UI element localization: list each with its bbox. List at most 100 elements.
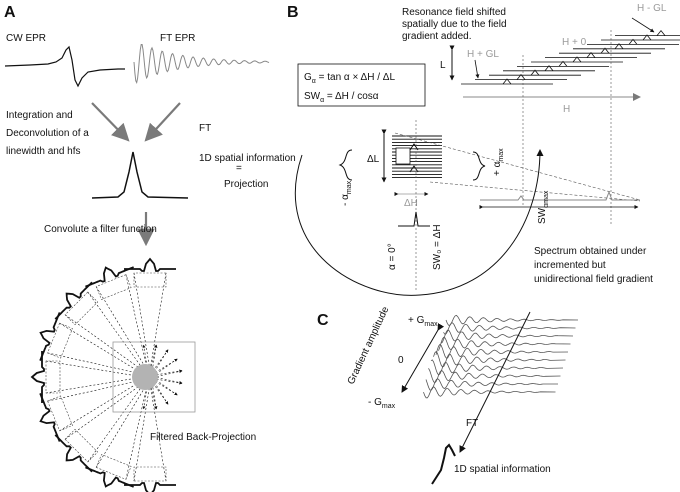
h-zero-label: H + 0: [562, 37, 587, 48]
ft-label-a: FT: [199, 123, 211, 134]
spatial-info-label: 1D spatial information: [199, 153, 296, 164]
fbp-label: Filtered Back-Projection: [150, 432, 256, 443]
fid-trace: [430, 359, 564, 376]
right-brace: [472, 151, 486, 181]
panel-b-label: B: [287, 4, 299, 21]
filtered-projection: [85, 466, 134, 488]
minus-gmax-label: - Gmax: [368, 397, 396, 410]
back-projection-ray: [45, 369, 183, 394]
back-projection-ray: [142, 344, 167, 482]
projection-label: Projection: [224, 179, 268, 190]
fid-trace: [433, 351, 566, 368]
integration-line-1: Integration and: [6, 110, 73, 121]
projection-box: [45, 360, 61, 394]
spectrum-line-3: unidirectional field gradient: [534, 274, 653, 285]
stair-peak: [642, 34, 652, 41]
resonance-line-1: Resonance field shifted: [402, 7, 506, 18]
back-projection-ray: [64, 314, 178, 396]
stair-peak: [614, 43, 624, 50]
fid-trace: [425, 378, 558, 391]
convolve-label: Convolute a filter function: [44, 224, 157, 235]
reconstruction-grid: [112, 341, 196, 413]
integration-line-2: Deconvolution of a: [6, 128, 89, 139]
arrow-ft-to-projection: [144, 102, 181, 142]
back-projection-ray: [59, 358, 178, 432]
stacked-spectra-block: [392, 135, 442, 179]
spatial-info-label-c: 1D spatial information: [454, 464, 551, 475]
back-projection-ray: [133, 272, 158, 410]
cw-epr-spectrum: [4, 45, 125, 88]
filtered-projection: [85, 266, 134, 288]
stair-peak: [516, 73, 526, 80]
fid-trace: [438, 336, 571, 351]
projection-box: [95, 274, 132, 300]
sw0-label: SW₀ = ΔH: [432, 224, 443, 270]
projection-box: [64, 428, 99, 463]
plus-alpha-max-label: + αmax: [492, 148, 505, 176]
fid-trace: [423, 386, 556, 399]
ft-epr-label: FT EPR: [160, 33, 195, 44]
h-minus-gl-pointer: [631, 17, 655, 33]
projection-box: [64, 291, 99, 326]
back-projection-ray: [133, 344, 158, 482]
stair-peak: [628, 38, 638, 45]
fid-trace: [435, 343, 569, 359]
resonance-line-3: gradient added.: [402, 31, 472, 42]
h-plus-gl-pointer: [474, 59, 480, 79]
back-projection-ray: [87, 349, 169, 463]
spatial-info-projection-c: [431, 443, 456, 485]
equals-sign: =: [236, 163, 242, 174]
integration-line-3: linewidth and hfs: [6, 146, 81, 157]
back-projection-fan: [30, 257, 183, 492]
filtered-projection: [54, 434, 93, 473]
panel-a-label: A: [4, 4, 16, 21]
arrow-cw-to-projection: [91, 102, 130, 142]
wide-spectrum: [480, 190, 640, 201]
filtered-projection: [39, 312, 61, 361]
cone-upper: [394, 132, 641, 201]
gradient-stair-lines: [461, 29, 680, 85]
formula-sw: SWα = ΔH / cosα: [304, 91, 379, 104]
delta-l-label: ΔL: [367, 154, 380, 165]
reconstructed-object: [132, 364, 158, 390]
formula-box: [297, 63, 426, 107]
back-projection-ray: [95, 286, 169, 405]
zero-label: 0: [398, 355, 404, 366]
cw-epr-label: CW EPR: [6, 33, 46, 44]
block-peak-bottom: [409, 165, 419, 173]
projection-box: [133, 272, 167, 288]
alpha-zero-spectrum: [398, 211, 430, 227]
back-projection-ray: [142, 272, 167, 410]
filtered-projection: [39, 393, 61, 442]
back-projection-ray: [45, 360, 183, 385]
projection-box: [95, 454, 132, 480]
back-projection-ray: [47, 352, 183, 384]
spectrum-line-1: Spectrum obtained under: [534, 246, 647, 257]
stair-peak: [572, 56, 582, 63]
projection-profile: [91, 151, 189, 199]
fid-trace: [443, 322, 576, 335]
formula-g: Gα = tan α × ΔH / ΔL: [304, 72, 395, 85]
stair-peak: [586, 51, 596, 58]
ft-label-c: FT: [466, 418, 478, 429]
spectrum-line-2: incremented but: [534, 260, 606, 271]
filtered-projection: [124, 257, 176, 272]
filtered-projection: [54, 281, 93, 320]
h-plus-gl-label: H + GL: [467, 49, 499, 60]
filtered-projection: [30, 351, 45, 403]
sw-alpha-max-label: SWαmax: [537, 190, 550, 224]
left-brace: [338, 149, 353, 181]
panel-c-label: C: [317, 312, 329, 329]
back-projection-ray: [87, 291, 169, 405]
rotation-arc: [295, 149, 544, 296]
h-minus-gl-label: H - GL: [637, 3, 667, 14]
plus-gmax-label: + Gmax: [408, 315, 438, 328]
stair-peak: [558, 60, 568, 67]
stair-peak: [600, 47, 610, 54]
block-peak-top: [409, 143, 419, 151]
back-projection-ray: [95, 349, 169, 468]
projection-box: [133, 466, 167, 482]
filtered-projection: [124, 482, 176, 492]
fid-trace: [445, 314, 579, 326]
